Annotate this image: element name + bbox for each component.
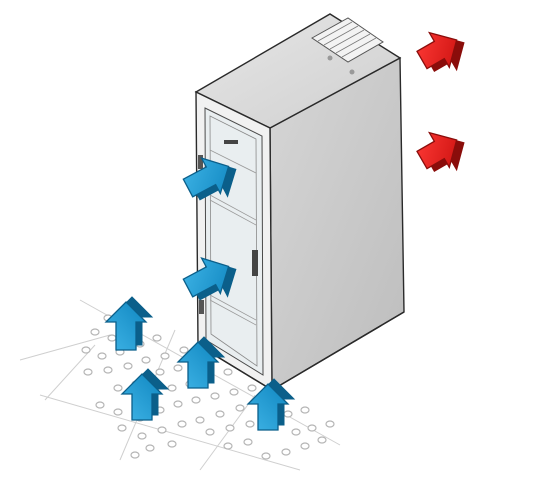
cool-air-arrow-icon — [182, 157, 237, 201]
rack-front-door — [204, 107, 264, 376]
cool-air-arrows — [104, 157, 296, 431]
hot-air-arrow-icon — [416, 31, 465, 73]
door-label-plate — [224, 140, 238, 144]
rack-top-vent — [311, 17, 384, 63]
hot-air-arrow-icon — [416, 131, 465, 173]
floor-grid-line — [199, 394, 256, 471]
door-handle — [252, 250, 258, 276]
cool-air-arrow-icon — [246, 378, 296, 431]
floor-grid-line — [19, 334, 111, 361]
server-rack — [194, 13, 405, 392]
cool-air-arrow-icon — [104, 296, 154, 351]
floor-grid-line — [39, 394, 301, 471]
cool-air-arrow-icon — [182, 257, 237, 301]
cool-air-arrow-icon — [120, 368, 170, 421]
cool-air-arrow-icon — [176, 336, 226, 389]
hot-air-arrows — [416, 31, 465, 173]
floor-grid-line — [44, 344, 96, 401]
